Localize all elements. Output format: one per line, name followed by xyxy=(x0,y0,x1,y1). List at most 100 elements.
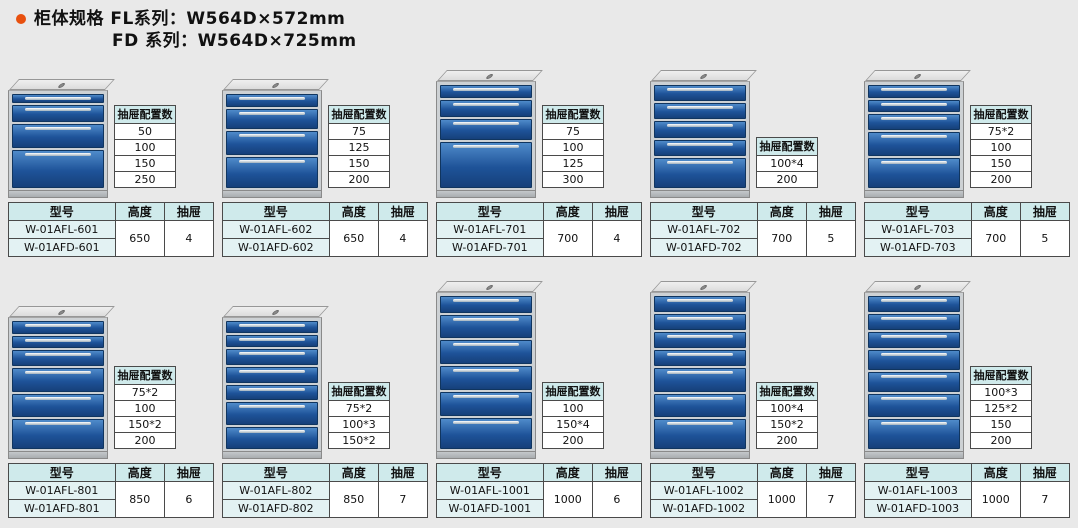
cabinet-image xyxy=(864,70,971,198)
drawer xyxy=(654,139,746,156)
spec-title: 柜体规格 FL系列：W564D×572mm FD 系列：W564D×725mm xyxy=(34,8,357,52)
drawer-config-value: 100 xyxy=(114,139,176,156)
spec-header-drawers: 抽屉 xyxy=(591,463,643,482)
drawer xyxy=(226,367,318,383)
drawer-count-value: 6 xyxy=(591,481,643,518)
drawer-config-value: 50 xyxy=(114,123,176,140)
model-fl: W-01AFL-703 xyxy=(864,220,972,239)
cabinet-base xyxy=(437,190,535,197)
drawer xyxy=(868,332,960,349)
model-fl: W-01AFL-601 xyxy=(8,220,116,239)
drawer-handle-icon xyxy=(880,421,948,425)
height-value: 700 xyxy=(756,220,807,257)
spec-header-model: 型号 xyxy=(864,463,972,482)
drawer-stack xyxy=(226,94,318,188)
drawer xyxy=(868,371,960,392)
spec-header-model: 型号 xyxy=(436,463,544,482)
drawer-handle-icon xyxy=(880,374,948,378)
drawer-handle-icon xyxy=(666,335,734,339)
drawer-config-value: 200 xyxy=(970,171,1032,188)
cabinet-front xyxy=(650,292,750,459)
drawer-config-value: 200 xyxy=(756,171,818,188)
cabinet-top xyxy=(437,281,543,292)
drawer-config-value: 75*2 xyxy=(970,123,1032,140)
cabinet-image xyxy=(650,281,757,459)
spec-header-model: 型号 xyxy=(8,463,116,482)
drawer xyxy=(868,132,960,156)
drawer-config-header: 抽屉配置数 xyxy=(328,381,390,402)
drawer-stack xyxy=(226,321,318,449)
drawer xyxy=(226,131,318,155)
drawer xyxy=(440,296,532,313)
drawer-config-value: 100 xyxy=(970,139,1032,156)
drawer-handle-icon xyxy=(666,353,734,357)
drawer-config-value: 100 xyxy=(114,400,176,417)
drawer-config-value: 100 xyxy=(542,400,604,417)
cabinet-top xyxy=(865,70,971,81)
drawer-handle-icon xyxy=(452,420,520,424)
drawer-config-header: 抽屉配置数 xyxy=(542,104,604,125)
drawer-config-value: 200 xyxy=(114,432,176,449)
drawer-handle-icon xyxy=(666,396,734,400)
drawer-handle-icon xyxy=(880,299,948,302)
drawer-handle-icon xyxy=(238,324,306,327)
model-fl: W-01AFL-1003 xyxy=(864,481,972,500)
spec-header-drawers: 抽屉 xyxy=(377,463,429,482)
drawer-stack xyxy=(440,85,532,188)
cabinet-base xyxy=(865,190,963,197)
cabinet-front xyxy=(222,90,322,198)
drawer xyxy=(226,335,318,348)
drawer-config-header: 抽屉配置数 xyxy=(114,365,176,386)
drawer-handle-icon xyxy=(666,88,734,91)
model-fl: W-01AFL-1001 xyxy=(436,481,544,500)
drawer xyxy=(654,314,746,331)
cabinet-base xyxy=(437,451,535,458)
spec-header-height: 高度 xyxy=(756,202,807,221)
drawer xyxy=(12,350,104,367)
height-value: 650 xyxy=(328,220,379,257)
drawer-handle-icon xyxy=(24,353,92,357)
cabinet-front xyxy=(222,317,322,459)
drawer-stack xyxy=(12,94,104,188)
model-fd: W-01AFD-1002 xyxy=(650,499,758,518)
spec-header-height: 高度 xyxy=(542,202,593,221)
drawer xyxy=(226,321,318,334)
spec-header-height: 高度 xyxy=(328,463,379,482)
drawer xyxy=(654,121,746,138)
drawer-handle-icon xyxy=(666,371,734,375)
cabinet-image xyxy=(8,79,115,198)
drawer xyxy=(440,141,532,188)
height-value: 650 xyxy=(114,220,165,257)
drawer-handle-icon xyxy=(452,88,520,91)
drawer-config-header: 抽屉配置数 xyxy=(970,365,1032,386)
drawer xyxy=(226,426,318,449)
drawer xyxy=(12,123,104,148)
cabinet-image xyxy=(864,281,971,459)
spec-header-drawers: 抽屉 xyxy=(591,202,643,221)
cabinet-image xyxy=(222,306,329,459)
cabinet-top xyxy=(437,70,543,81)
drawer xyxy=(440,100,532,117)
drawer-config-value: 125 xyxy=(542,155,604,172)
drawer xyxy=(868,350,960,370)
drawer-config-value: 75*2 xyxy=(114,384,176,401)
drawer-handle-icon xyxy=(238,429,306,433)
spec-header-model: 型号 xyxy=(650,463,758,482)
drawer xyxy=(440,392,532,416)
drawer-stack xyxy=(868,85,960,188)
cabinet-base xyxy=(9,451,107,458)
spec-header-height: 高度 xyxy=(756,463,807,482)
cabinet-base xyxy=(651,451,749,458)
drawer xyxy=(654,157,746,189)
